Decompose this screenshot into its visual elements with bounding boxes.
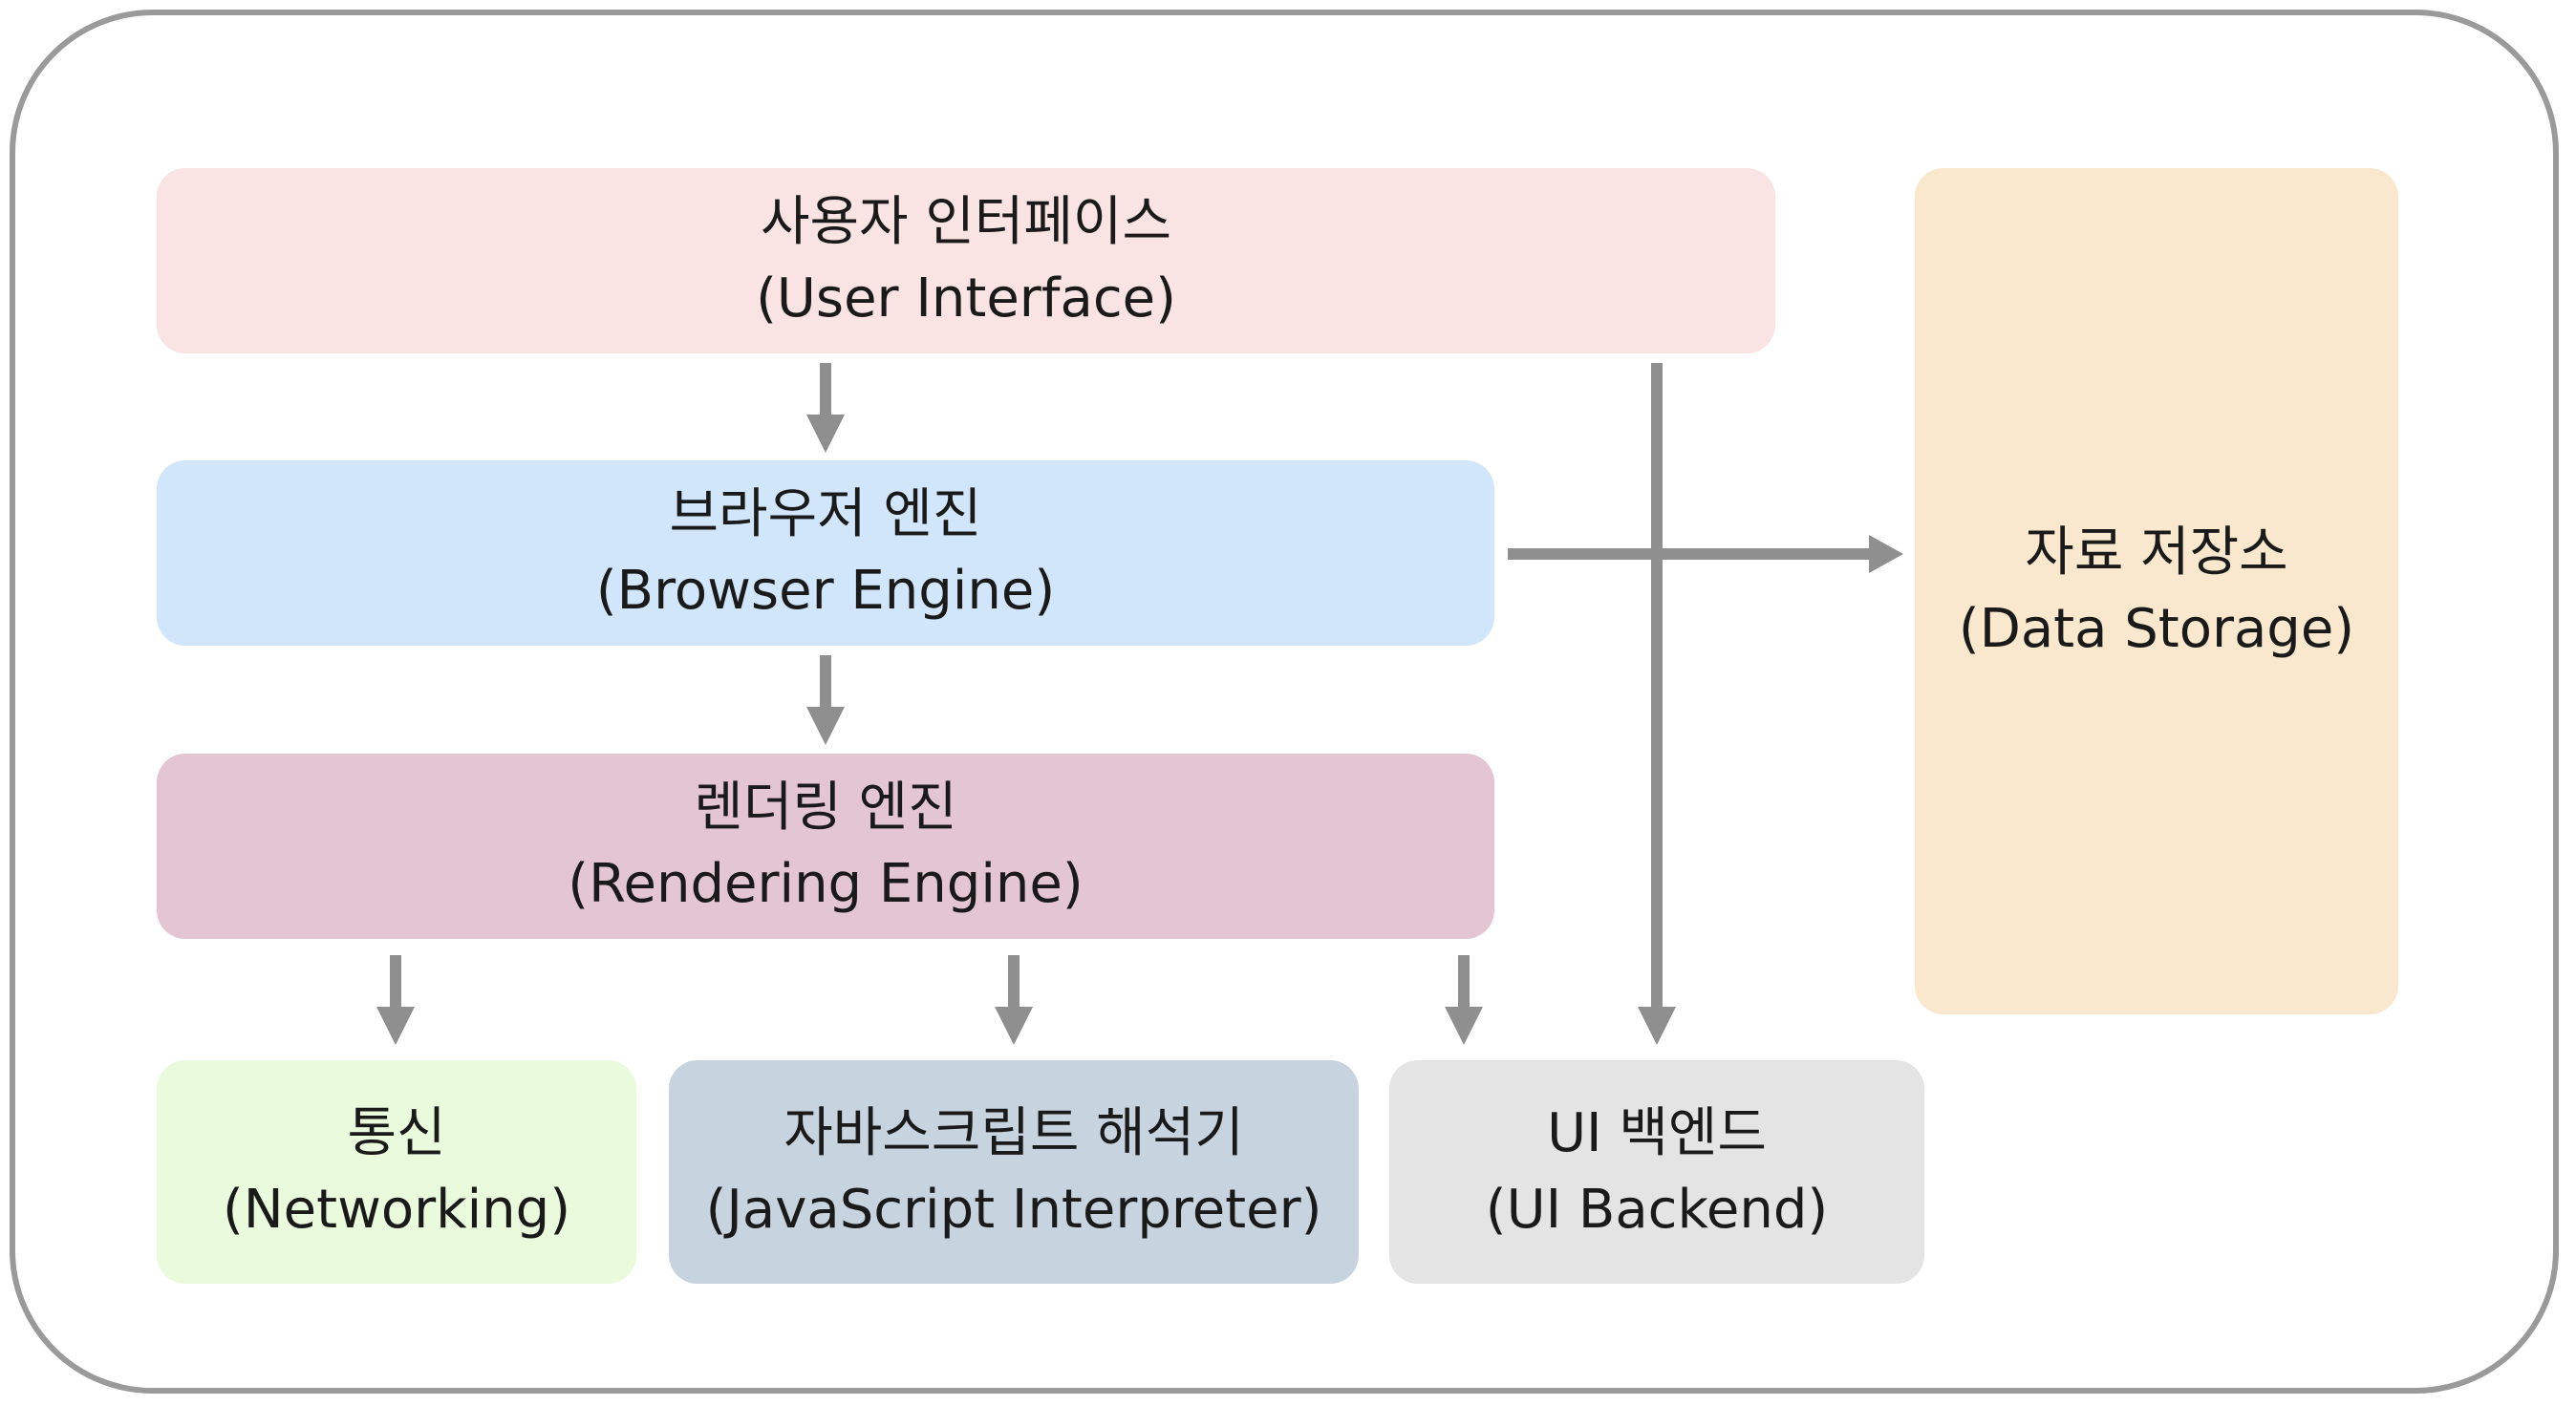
arrow-ui-to-browser-engine <box>806 363 845 453</box>
rendering-engine-english-label: (Rendering Engine) <box>568 853 1084 915</box>
browser-engine-box: 브라우저 엔진 (Browser Engine) <box>157 460 1494 646</box>
networking-korean-label: 통신 <box>347 1102 446 1164</box>
user-interface-box: 사용자 인터페이스 (User Interface) <box>157 168 1775 353</box>
ui-backend-english-label: (UI Backend) <box>1485 1179 1829 1241</box>
networking-box: 통신 (Networking) <box>157 1060 636 1284</box>
ui-backend-box: UI 백엔드 (UI Backend) <box>1389 1060 1924 1284</box>
arrow-browser-to-data-storage <box>1508 535 1903 573</box>
arrow-browser-to-rendering-engine <box>806 655 845 745</box>
browser-engine-english-label: (Browser Engine) <box>595 560 1056 622</box>
user-interface-english-label: (User Interface) <box>756 267 1176 330</box>
networking-english-label: (Networking) <box>222 1179 571 1241</box>
arrow-rendering-to-javascript <box>995 955 1033 1045</box>
data-storage-box: 자료 저장소 (Data Storage) <box>1915 168 2398 1014</box>
user-interface-korean-label: 사용자 인터페이스 <box>761 191 1171 253</box>
javascript-interpreter-korean-label: 자바스크립트 해석기 <box>784 1102 1244 1164</box>
javascript-interpreter-english-label: (JavaScript Interpreter) <box>705 1179 1322 1241</box>
arrow-rendering-to-networking <box>376 955 415 1045</box>
javascript-interpreter-box: 자바스크립트 해석기 (JavaScript Interpreter) <box>669 1060 1359 1284</box>
data-storage-english-label: (Data Storage) <box>1958 598 2355 660</box>
ui-backend-korean-label: UI 백엔드 <box>1547 1102 1767 1164</box>
arrow-rendering-to-ui-backend <box>1445 955 1483 1045</box>
rendering-engine-box: 렌더링 엔진 (Rendering Engine) <box>157 754 1494 939</box>
browser-engine-korean-label: 브라우저 엔진 <box>669 483 982 545</box>
arrow-ui-to-ui-backend <box>1638 363 1676 1045</box>
data-storage-korean-label: 자료 저장소 <box>2025 522 2288 584</box>
rendering-engine-korean-label: 렌더링 엔진 <box>694 777 957 839</box>
